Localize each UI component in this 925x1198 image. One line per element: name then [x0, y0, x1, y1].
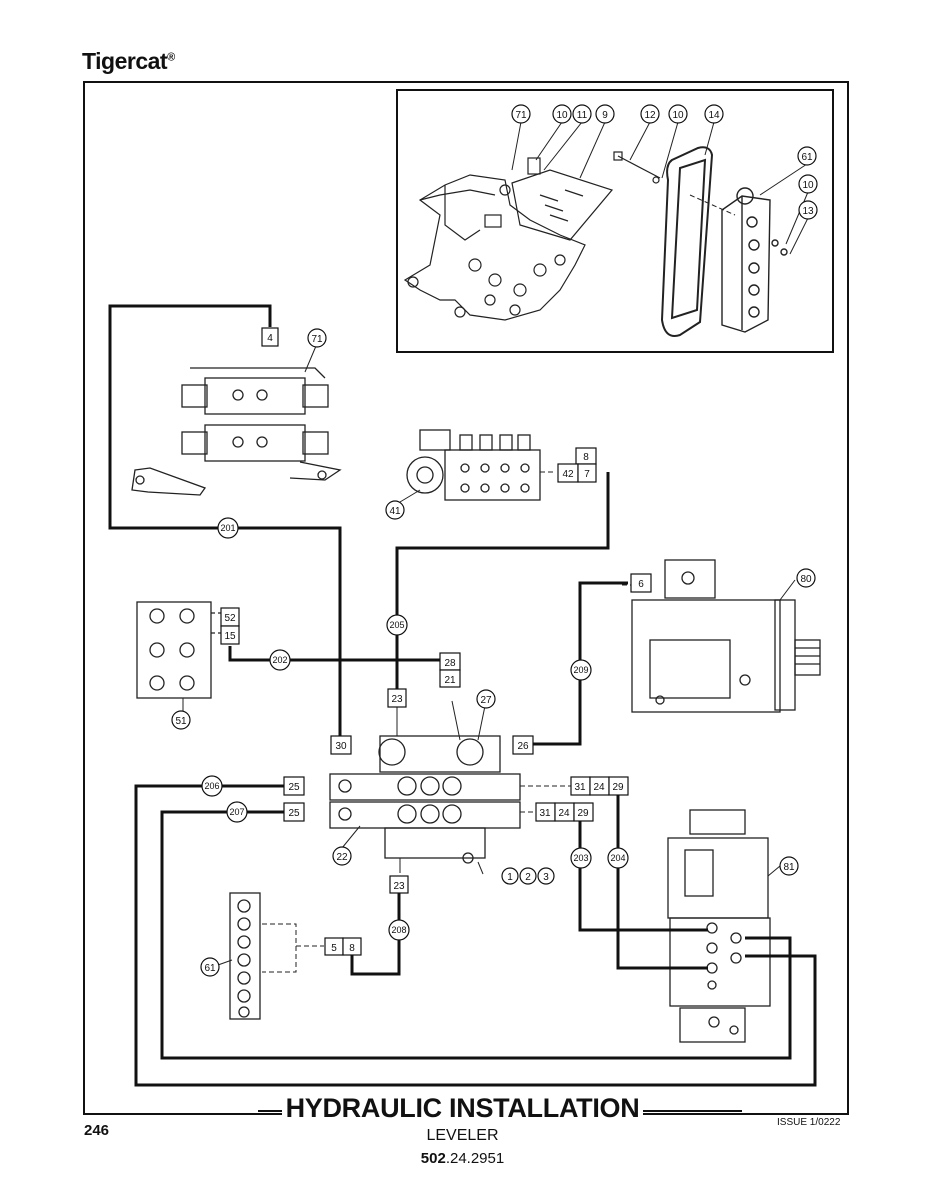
- label-boxes: [220, 327, 652, 956]
- hose-207: 207: [229, 807, 244, 817]
- inset-bolt: [613, 151, 661, 184]
- brand-name: Tigercat: [82, 48, 168, 74]
- component-61-manifold-bar: [229, 892, 261, 1020]
- part-number-bold: 502: [420, 1150, 446, 1167]
- box-31a: 31: [574, 782, 586, 793]
- box-21: 21: [444, 675, 456, 686]
- inset-callout-circles: [511, 104, 818, 220]
- component-51-block: [136, 601, 222, 699]
- box-29a: 29: [612, 782, 624, 793]
- box-23b: 23: [393, 881, 405, 892]
- title-rule-right: [642, 1110, 742, 1112]
- callout-51: 51: [175, 716, 187, 727]
- callout-22: 22: [336, 852, 348, 863]
- component-80-pump: [631, 559, 821, 713]
- outer-frame: [83, 81, 849, 1115]
- callout-71: 71: [311, 334, 323, 345]
- box-24a: 24: [593, 782, 605, 793]
- callout-10a: 10: [556, 110, 568, 121]
- dashed-references: [262, 471, 632, 973]
- footer-title: HYDRAULIC INSTALLATION: [0, 1093, 925, 1124]
- issue-label: ISSUE 1/0222: [777, 1117, 841, 1128]
- box-15: 15: [224, 631, 236, 642]
- component-81-motor: [667, 809, 771, 1043]
- box-29b: 29: [577, 808, 589, 819]
- callout-41: 41: [389, 506, 401, 517]
- hose-lines: [108, 304, 817, 1087]
- box-5: 5: [331, 943, 337, 954]
- hose-201: 201: [220, 523, 235, 533]
- box-42: 42: [562, 469, 574, 480]
- component-71-valve: [131, 367, 342, 496]
- hose-204: 204: [610, 853, 625, 863]
- box-52: 52: [224, 613, 236, 624]
- box-7: 7: [584, 469, 590, 480]
- box-4: 4: [267, 333, 273, 344]
- callout-3: 3: [543, 872, 549, 883]
- callout-11: 11: [577, 110, 588, 121]
- inset-leaders: [511, 121, 809, 255]
- main-callout-circles: [171, 328, 816, 977]
- box-28: 28: [444, 658, 456, 669]
- callout-61-top: 61: [801, 152, 813, 163]
- box-25b: 25: [288, 808, 300, 819]
- inset-gasket-plate: [511, 157, 614, 241]
- callout-81: 81: [783, 862, 795, 873]
- callout-10b: 10: [672, 110, 684, 121]
- page-subtitle: LEVELER: [426, 1127, 499, 1144]
- inset-frame: [396, 89, 834, 353]
- inset-manifold: [721, 187, 788, 333]
- hose-208: 208: [391, 925, 406, 935]
- component-22-control-valve: [329, 735, 521, 864]
- title-rule-left: [258, 1110, 288, 1112]
- callout-2: 2: [525, 872, 531, 883]
- brand-logo: Tigercat®: [82, 48, 175, 75]
- callout-12: 12: [644, 110, 656, 121]
- part-number-rest: .24.2951: [445, 1150, 505, 1167]
- hose-209: 209: [573, 665, 588, 675]
- box-8b: 8: [349, 943, 355, 954]
- callout-1: 1: [507, 872, 513, 883]
- brand-mark: ®: [167, 51, 175, 64]
- callout-10c: 10: [802, 180, 814, 191]
- box-8: 8: [583, 452, 589, 463]
- connector-lines: [182, 345, 796, 966]
- page-number: 246: [84, 1122, 110, 1139]
- inset-handle: [660, 146, 714, 337]
- box-25a: 25: [288, 782, 300, 793]
- callout-61: 61: [204, 963, 216, 974]
- page-title: HYDRAULIC INSTALLATION: [281, 1093, 644, 1124]
- callout-71-top: 71: [515, 110, 527, 121]
- box-23a: 23: [391, 694, 403, 705]
- callout-9: 9: [602, 110, 608, 121]
- box-31b: 31: [539, 808, 551, 819]
- callout-14: 14: [708, 110, 720, 121]
- hose-202: 202: [272, 655, 287, 665]
- inset-valve-assembly: [403, 174, 586, 321]
- box-24b: 24: [558, 808, 570, 819]
- box-30: 30: [335, 741, 347, 752]
- part-number: 502.24.2951: [0, 1150, 925, 1167]
- hose-206: 206: [204, 781, 219, 791]
- component-41-manifold: [406, 429, 541, 501]
- callout-13: 13: [802, 206, 814, 217]
- hose-203: 203: [573, 853, 588, 863]
- hose-205: 205: [389, 620, 404, 630]
- callout-27: 27: [480, 695, 492, 706]
- callout-80: 80: [800, 574, 812, 585]
- box-6: 6: [638, 579, 644, 590]
- box-26: 26: [517, 741, 529, 752]
